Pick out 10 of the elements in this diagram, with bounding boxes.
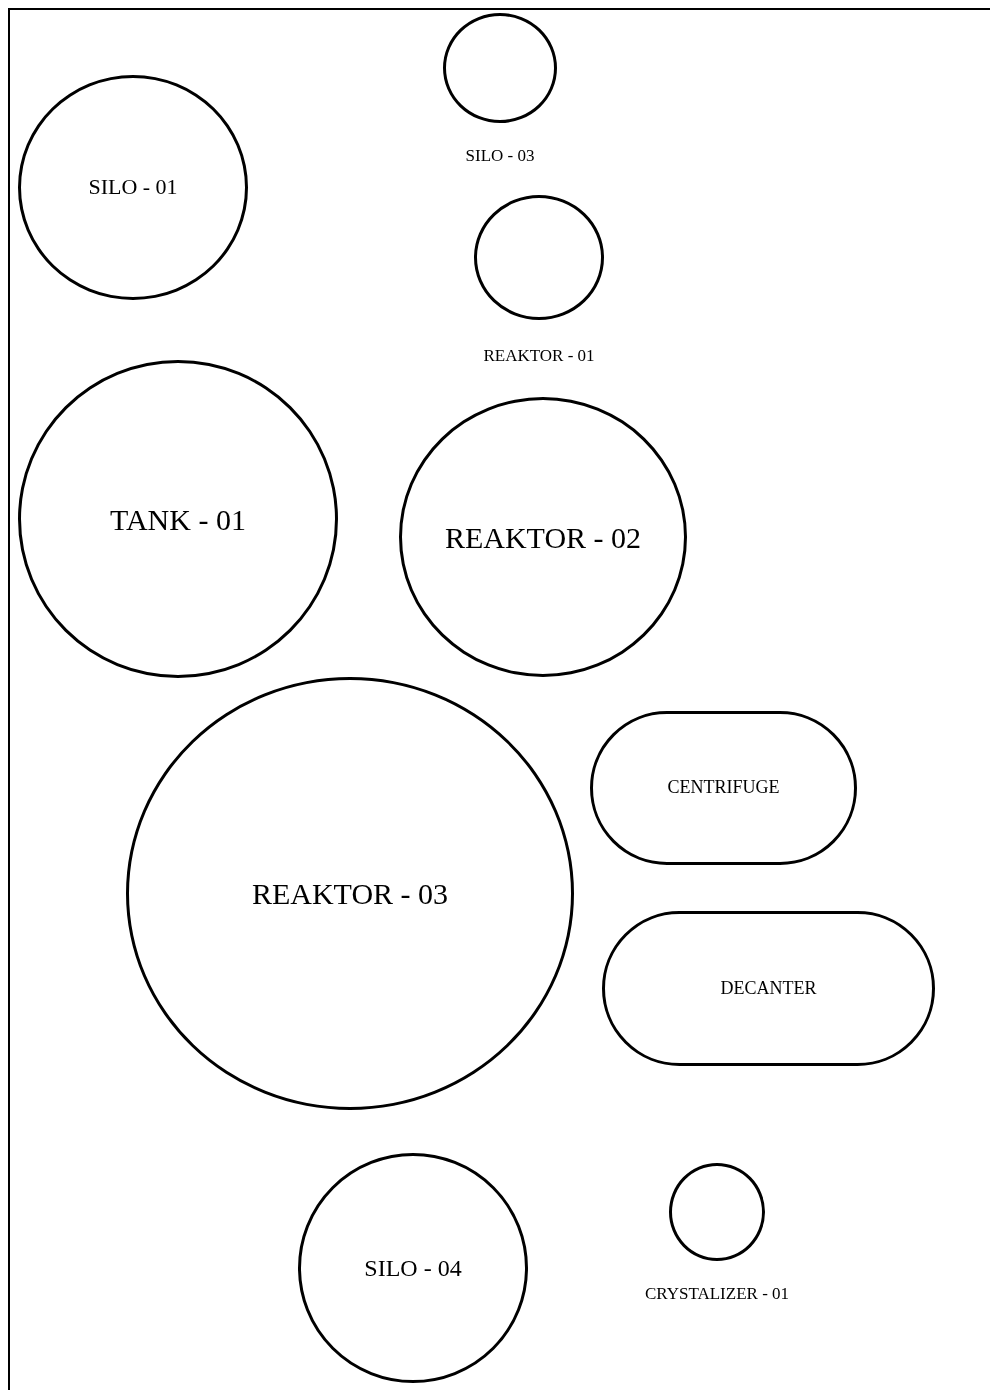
equipment-label: SILO - 04 xyxy=(364,1254,462,1282)
equipment-label: TANK - 01 xyxy=(110,502,246,536)
equipment-label: REAKTOR - 02 xyxy=(444,520,642,554)
equipment-label: REAKTOR - 01 xyxy=(483,347,595,366)
equipment-label: SILO - 01 xyxy=(88,175,178,200)
equipment-label: CRYSTALIZER - 01 xyxy=(644,1285,790,1304)
equipment-label: DECANTER xyxy=(720,978,817,999)
equipment-label: REAKTOR - 03 xyxy=(251,877,449,910)
equipment-label: SILO - 03 xyxy=(465,147,535,166)
equipment-label: CENTRIFUGE xyxy=(667,778,780,798)
